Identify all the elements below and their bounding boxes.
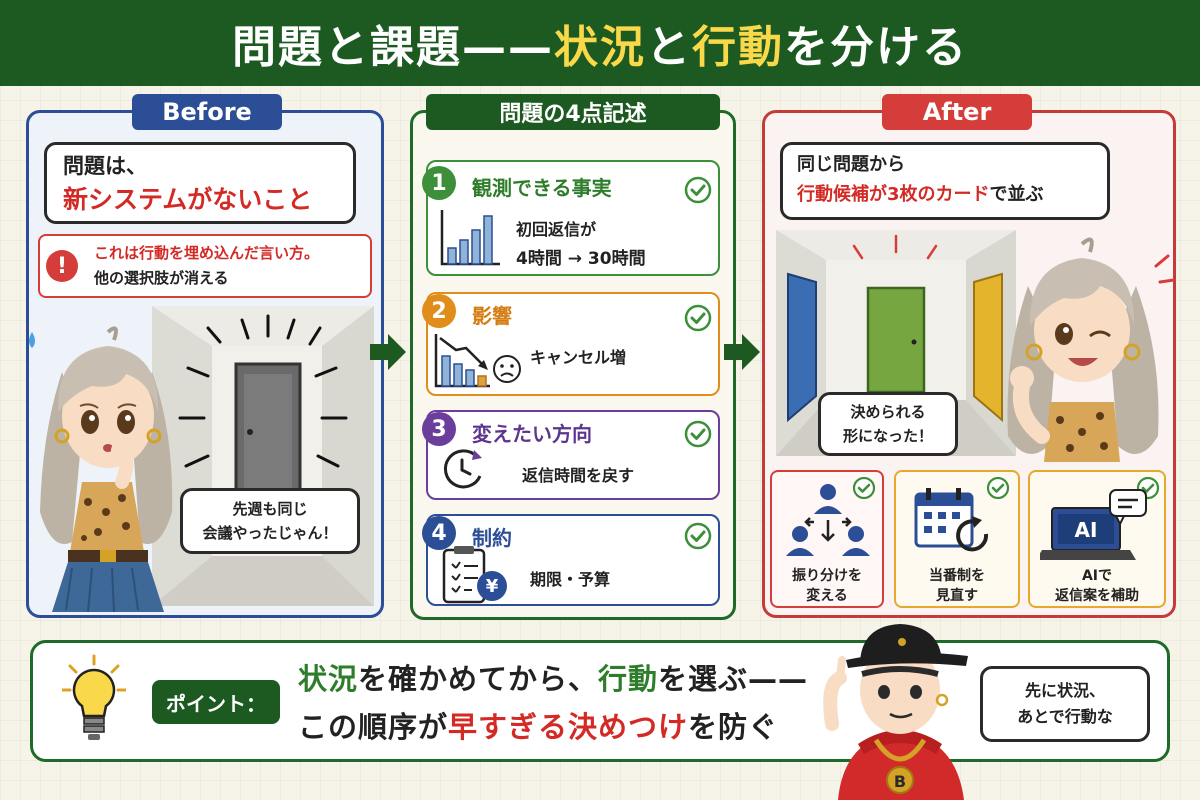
option-label-ai: AIで 返信案を補助 [1055, 568, 1139, 604]
fact-body-line1: 初回返信が [516, 220, 597, 239]
ai-screen-text: AI [1075, 518, 1098, 542]
impact-card [426, 292, 720, 396]
check-circle-icon [852, 476, 876, 500]
four-point-tag: 問題の4点記述 [426, 94, 720, 130]
direction-title: 変えたい方向 [472, 422, 592, 446]
warning-box: これは行動を埋め込んだ言い方。 他の選択肢が消える [38, 234, 372, 298]
impact-title: 影響 [472, 304, 512, 328]
step-number-3: 3 [422, 412, 456, 446]
problem-speech-bubble: 問題は、 新システムがないこと [44, 142, 356, 224]
check-circle-icon [684, 304, 712, 332]
warning-line2: 他の選択肢が消える [94, 269, 229, 287]
constraint-title: 制約 [472, 526, 512, 550]
point-line1: 状況を確かめてから、行動を選ぶ—— [298, 656, 808, 698]
worried-face-icon [493, 355, 521, 383]
check-circle-icon [986, 476, 1010, 500]
step-number-2: 2 [422, 294, 456, 328]
point-text-segment: 状況 [298, 662, 359, 696]
exclamation-icon: ! [46, 250, 78, 282]
check-circle-icon [684, 522, 712, 550]
calendar-refresh-icon [914, 488, 989, 552]
chain-letter: B [894, 772, 906, 791]
fact-title: 観測できる事実 [472, 176, 612, 200]
point-text-segment: を防ぐ [688, 710, 779, 744]
people-flow-icon [786, 484, 870, 556]
fact-body-line2: 4時間 → 30時間 [516, 249, 646, 269]
boy-speech-bubble: 先に状況、 あとで行動な [980, 666, 1150, 742]
option-label-rotation: 当番制を 見直す [929, 568, 985, 604]
direction-body: 返信時間を戻す [522, 466, 635, 485]
point-text-segment: この順序が [298, 710, 449, 744]
point-text-segment: を選ぶ—— [658, 662, 809, 696]
declining-chart-icon [434, 334, 490, 388]
point-text-segment: を確かめてから、 [358, 662, 599, 696]
check-circle-icon [684, 176, 712, 204]
problem-line2: 新システムがないこと [63, 185, 313, 214]
rapper-boy-character: B [823, 624, 968, 800]
before-tag: Before [132, 94, 282, 130]
lastweek-speech-bubble: 先週も同じ 会議やったじゃん！ [180, 488, 360, 554]
check-circle-icon [684, 420, 712, 448]
clipboard-yen-icon: ¥ [442, 546, 507, 604]
svg-text:¥: ¥ [486, 576, 499, 597]
page-title: 問題と課題——状況と行動を分ける [232, 22, 968, 73]
header-banner: 問題と課題——状況と行動を分ける [0, 0, 1200, 86]
point-tag: ポイント： [152, 680, 280, 724]
problem-line1: 問題は、 [63, 154, 147, 178]
bar-chart-icon [440, 210, 500, 266]
constraint-body: 期限・予算 [530, 570, 611, 589]
step-number-1: 1 [422, 166, 456, 200]
option-label-routing: 振り分けを 変える [792, 568, 862, 604]
point-text-segment: 早すぎる決めつけ [448, 710, 689, 744]
right-arrow-icon [370, 334, 406, 370]
step-number-4: 4 [422, 516, 456, 550]
warning-line1: これは行動を埋め込んだ言い方。 [94, 244, 320, 262]
lightbulb-icon [62, 654, 126, 740]
after-speech-bubble: 同じ問題から 行動候補が3枚のカードで並ぶ [780, 142, 1110, 220]
impact-body: キャンセル増 [530, 348, 627, 367]
happy-girl-character [1007, 237, 1176, 462]
point-text-segment: 行動 [598, 662, 659, 696]
after-tag: After [882, 94, 1032, 130]
clock-icon [443, 449, 482, 489]
decided-speech-bubble: 決められる 形になった！ [818, 392, 958, 456]
right-arrow-icon [724, 334, 760, 370]
worried-girl-character [29, 326, 173, 613]
point-line2: この順序が早すぎる決めつけを防ぐ [298, 704, 778, 746]
ai-laptop-icon: AI [1040, 489, 1147, 560]
